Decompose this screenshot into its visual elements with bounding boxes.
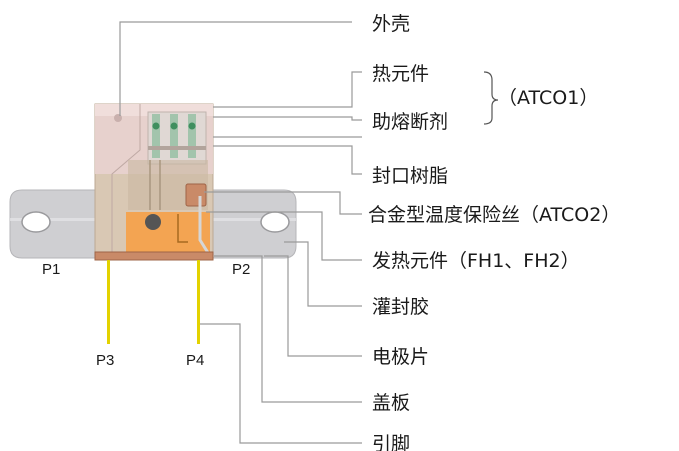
heat-element <box>147 111 207 165</box>
atco1-brace <box>483 71 499 125</box>
electrode <box>198 196 212 257</box>
label-heat-element: 热元件 <box>372 63 429 85</box>
lead-wire-p4 <box>197 260 200 344</box>
label-cover: 盖板 <box>372 392 410 414</box>
mounting-hole-right <box>260 211 290 233</box>
cover-plate <box>94 251 214 261</box>
mounting-hole-left <box>21 211 51 233</box>
label-housing: 外壳 <box>372 13 410 35</box>
pin-label-p4: P4 <box>186 352 204 369</box>
pin-label-p1: P1 <box>42 261 60 278</box>
leader-lines <box>119 21 362 444</box>
pin-label-p3: P3 <box>96 352 114 369</box>
label-atco1: （ATCO1） <box>498 87 598 109</box>
label-alloy-fuse: 合金型温度保险丝（ATCO2） <box>368 204 620 226</box>
label-potting: 灌封胶 <box>372 296 429 318</box>
label-sealing-resin: 封口树脂 <box>372 165 448 187</box>
lead-wire-p3 <box>107 260 110 344</box>
label-heater: 发热元件（FH1、FH2） <box>372 250 580 272</box>
alloy-fuse <box>185 183 207 207</box>
label-lead-pin: 引脚 <box>372 433 410 451</box>
pin-label-p2: P2 <box>232 261 250 278</box>
label-electrode: 电极片 <box>372 346 429 368</box>
heater <box>126 212 210 252</box>
label-flux: 助熔断剂 <box>372 111 448 133</box>
